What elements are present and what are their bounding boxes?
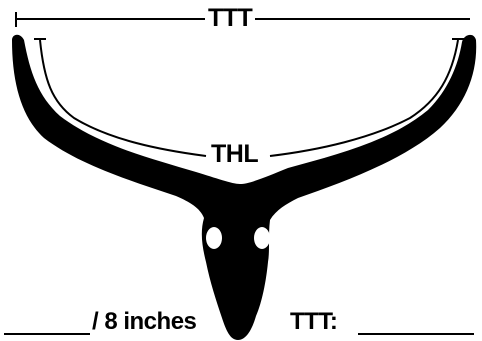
ttt-dimension-label: TTT (205, 6, 255, 31)
inch-entry-blank[interactable] (4, 333, 90, 335)
inch-entry-label: / 8 inches (92, 310, 196, 334)
longhorn-skull-silhouette (12, 35, 476, 340)
thl-dimension-label: THL (208, 142, 261, 167)
ttt-entry-blank[interactable] (358, 333, 474, 335)
skull-eye-left (206, 227, 222, 249)
ttt-entry-label: TTT: (290, 310, 337, 334)
skull-eye-right (254, 227, 270, 249)
